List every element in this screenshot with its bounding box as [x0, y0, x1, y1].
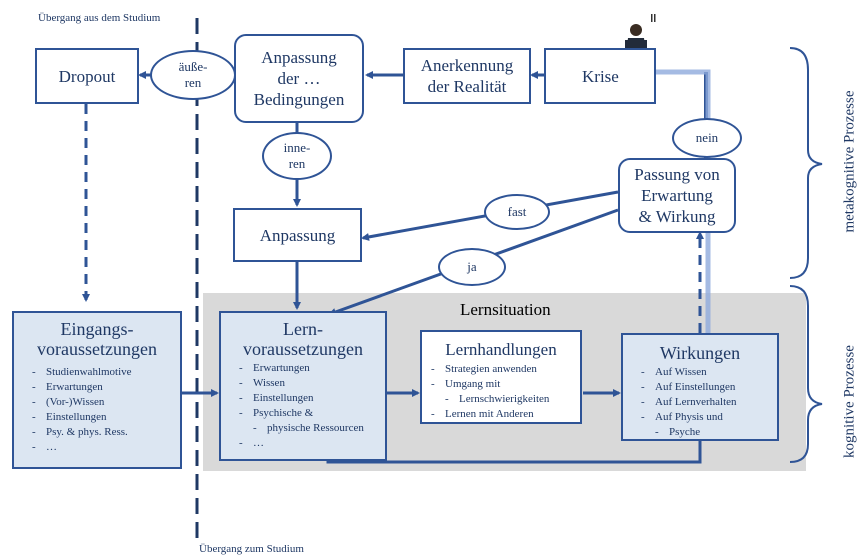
entry-item: …: [32, 440, 132, 455]
effects-box: Wirkungen Auf Wissen Auf Einstellungen A…: [621, 333, 779, 441]
learning-actions-items: Strategien anwenden Umgang mit Lernschwi…: [413, 362, 589, 422]
inner-oval: inne-ren: [262, 132, 332, 180]
no-oval-label: nein: [695, 130, 719, 145]
acceptance-box: Anerkennung der Realität: [403, 48, 531, 104]
bottom-transition-label: Übergang zum Studium: [199, 543, 304, 555]
learning-prereq-title-line1: Lern-: [283, 319, 323, 339]
crisis-gray-arrow: [650, 69, 711, 333]
yes-oval: ja: [438, 248, 506, 286]
learning-prereq-item: Einstellungen: [239, 391, 364, 406]
fast-oval: fast: [484, 194, 550, 230]
cognitive-label: kognitive Prozesse: [841, 345, 858, 458]
effects-items: Auf Wissen Auf Einstellungen Auf Lernver…: [623, 365, 737, 440]
effects-title: Wirkungen: [659, 343, 741, 363]
outer-oval-line1: äuße-: [178, 59, 208, 74]
fit-line2: Erwartung: [641, 186, 713, 205]
effects-item: Auf Physis und: [641, 410, 737, 425]
learning-action-item: Lernschwierigkeiten: [431, 392, 589, 407]
effects-item: Auf Einstellungen: [641, 380, 737, 395]
learning-prereq-item: Psychische &: [239, 406, 364, 421]
yes-oval-label: ja: [467, 259, 477, 274]
entry-title-line1: Eingangs-: [60, 319, 134, 339]
conditions-line1: Anpassung: [261, 48, 337, 67]
metacognitive-label: metakognitive Prozesse: [841, 90, 858, 233]
adaptation-conditions-box: Anpassung der … Bedingungen: [234, 34, 364, 123]
acceptance-line1: Anerkennung: [420, 56, 514, 75]
learning-prereq-title-line2: voraussetzungen: [243, 339, 363, 359]
entry-item: Einstellungen: [32, 410, 132, 425]
learning-action-item: Lernen mit Anderen: [431, 407, 589, 422]
no-oval: nein: [672, 118, 742, 158]
entry-item: (Vor-)Wissen: [32, 395, 132, 410]
conditions-line3: Bedingungen: [253, 90, 345, 109]
learning-prereq-item: …: [239, 436, 364, 451]
fit-line1: Passung von: [634, 165, 720, 184]
effects-item: Psyche: [641, 425, 737, 440]
entry-title-line2: voraussetzungen: [37, 339, 157, 359]
inner-oval-line2: ren: [288, 156, 306, 171]
learning-prereq-items: Erwartungen Wissen Einstellungen Psychis…: [221, 361, 364, 451]
crisis-label: Krise: [582, 66, 619, 86]
adaptation-box: Anpassung: [233, 208, 362, 262]
learning-prereq-item: Erwartungen: [239, 361, 364, 376]
fit-line3: & Wirkung: [638, 207, 716, 226]
entry-prereq-box: Eingangs- voraussetzungen Studienwahlmot…: [12, 311, 182, 469]
learning-actions-box: Lernhandlungen Strategien anwenden Umgan…: [420, 330, 582, 424]
inner-oval-line1: inne-: [283, 140, 311, 155]
dropout-label: Dropout: [58, 66, 116, 86]
learning-prereq-item: Wissen: [239, 376, 364, 391]
learning-actions-title: Lernhandlungen: [445, 340, 557, 359]
adaptation-label: Anpassung: [259, 225, 336, 245]
learning-prereq-box: Lern- voraussetzungen Erwartungen Wissen…: [219, 311, 387, 461]
fast-oval-label: fast: [507, 204, 527, 219]
learning-action-item: Strategien anwenden: [431, 362, 589, 377]
learning-situation-label: Lernsituation: [460, 300, 551, 319]
top-transition-label: Übergang aus dem Studium: [38, 12, 161, 24]
acceptance-line2: der Realität: [427, 77, 507, 96]
outer-oval-line2: ren: [184, 75, 202, 90]
conditions-line2: der …: [277, 69, 321, 88]
dropout-box: Dropout: [35, 48, 139, 104]
entry-item: Psy. & phys. Ress.: [32, 425, 132, 440]
learning-prereq-title: Lern- voraussetzungen: [221, 319, 385, 359]
meta-brace: [789, 47, 823, 279]
entry-items: Studienwahlmotive Erwartungen (Vor-)Wiss…: [14, 365, 132, 455]
effects-item: Auf Lernverhalten: [641, 395, 737, 410]
cog-brace: [789, 285, 823, 463]
outer-oval: äuße-ren: [150, 50, 236, 100]
learning-prereq-item: physische Ressourcen: [239, 421, 364, 436]
learning-action-item: Umgang mit: [431, 377, 589, 392]
effects-item: Auf Wissen: [641, 365, 737, 380]
entry-item: Erwartungen: [32, 380, 132, 395]
crisis-box: Krise: [544, 48, 656, 104]
entry-item: Studienwahlmotive: [32, 365, 132, 380]
entry-title: Eingangs- voraussetzungen: [14, 319, 180, 359]
